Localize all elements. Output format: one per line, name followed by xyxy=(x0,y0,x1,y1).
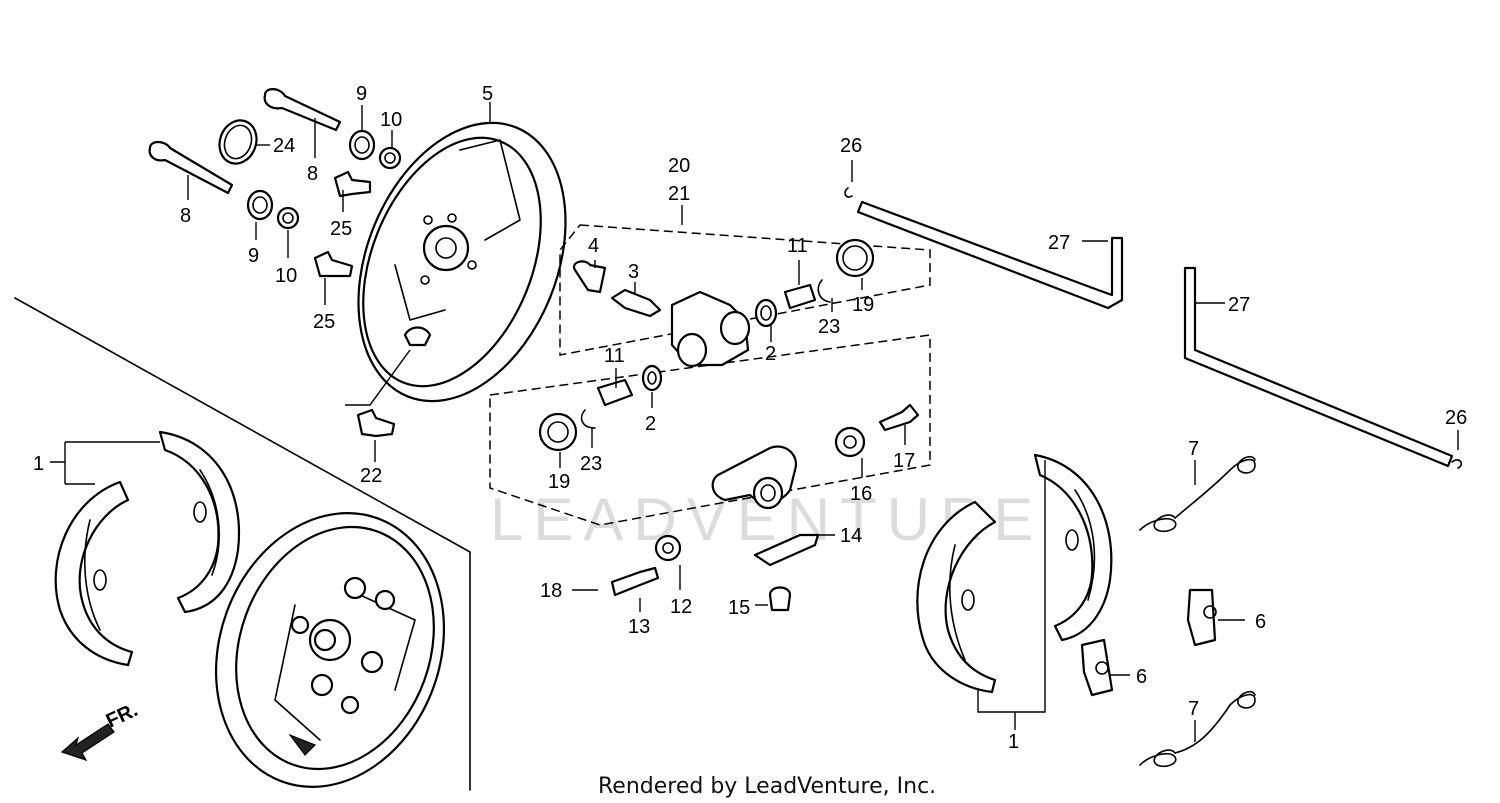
callout-23: 23 xyxy=(818,316,840,338)
callout-14: 14 xyxy=(840,525,862,547)
callout-13: 13 xyxy=(628,616,650,638)
callout-22: 22 xyxy=(360,465,382,487)
callout-23: 23 xyxy=(580,453,602,475)
callout-6: 6 xyxy=(1255,611,1266,633)
callout-7: 7 xyxy=(1188,698,1199,720)
leader-1a xyxy=(50,441,160,485)
springs-and-clips xyxy=(1080,455,1256,768)
adjuster-parts xyxy=(610,403,920,612)
leader-1b xyxy=(977,460,1046,730)
callout-1: 1 xyxy=(33,453,44,475)
callout-12: 12 xyxy=(670,596,692,618)
callout-3: 3 xyxy=(628,261,639,283)
callout-18: 18 xyxy=(540,580,562,602)
credit-text: Rendered by LeadVenture, Inc. xyxy=(598,774,936,799)
callout-11: 11 xyxy=(604,345,625,367)
callout-19: 19 xyxy=(852,294,874,316)
callout-8: 8 xyxy=(307,163,318,185)
callout-15: 15 xyxy=(728,597,750,619)
callout-2: 2 xyxy=(765,343,776,365)
callout-20: 20 xyxy=(668,155,690,177)
callout-24: 24 xyxy=(273,135,295,157)
callout-6: 6 xyxy=(1136,666,1147,688)
brake-cam-pins xyxy=(148,88,402,438)
callout-9: 9 xyxy=(356,83,367,105)
callout-8: 8 xyxy=(180,205,191,227)
wheel-cylinder-kit-box xyxy=(489,334,931,526)
callout-17: 17 xyxy=(893,450,915,472)
callout-4: 4 xyxy=(588,235,599,257)
callout-10: 10 xyxy=(275,265,297,287)
wheel-cylinder-parts xyxy=(538,238,875,452)
callout-1: 1 xyxy=(1008,731,1019,753)
brake-panel-upper xyxy=(357,121,567,403)
callout-5: 5 xyxy=(482,83,493,105)
callout-9: 9 xyxy=(248,245,259,267)
front-direction-arrow: FR. xyxy=(60,699,141,762)
callout-16: 16 xyxy=(850,483,872,505)
callout-11: 11 xyxy=(787,235,808,257)
callout-25: 25 xyxy=(313,311,335,333)
brake-drum-lower xyxy=(214,512,446,788)
brake-shoe-right-pair xyxy=(916,453,1113,694)
callout-27: 27 xyxy=(1048,232,1070,254)
callout-19: 19 xyxy=(548,471,570,493)
leader-22 xyxy=(345,349,411,462)
brake-hoses xyxy=(844,187,1463,469)
callout-10: 10 xyxy=(380,109,402,131)
callout-26: 26 xyxy=(840,135,862,157)
callout-26: 26 xyxy=(1445,407,1467,429)
callout-7: 7 xyxy=(1188,438,1199,460)
callout-27: 27 xyxy=(1228,294,1250,316)
brake-shoe-left-pair xyxy=(54,430,241,667)
drum-panel-outline xyxy=(14,297,471,791)
callout-21: 21 xyxy=(668,183,690,205)
callout-25: 25 xyxy=(330,218,352,240)
callout-2: 2 xyxy=(645,413,656,435)
